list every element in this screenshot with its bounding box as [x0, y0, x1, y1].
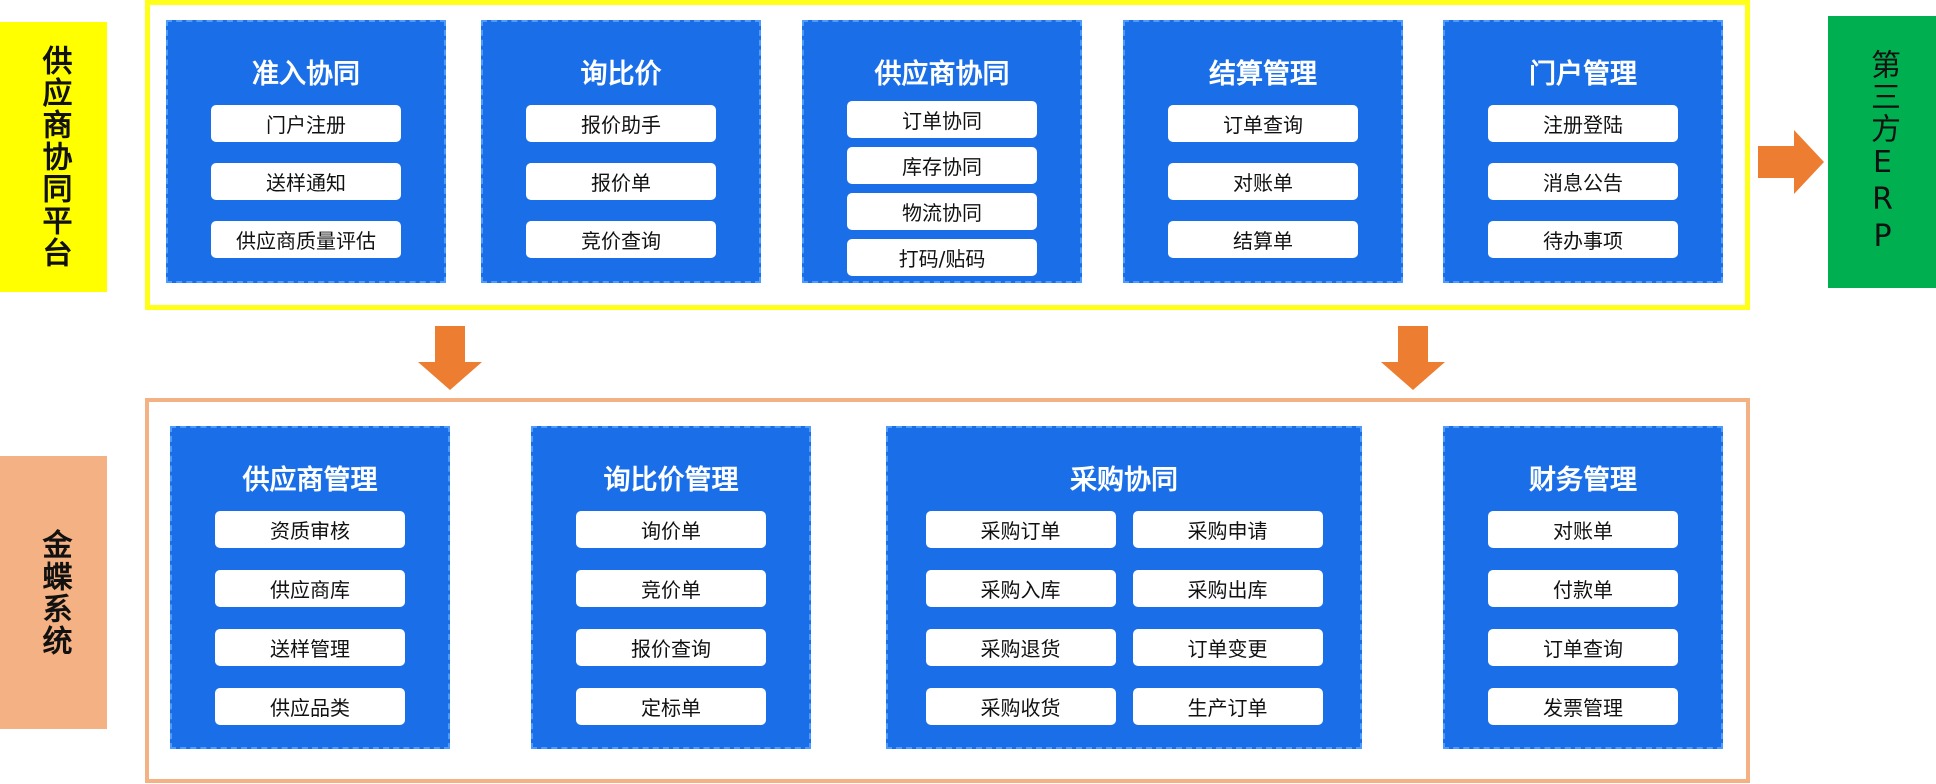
item-quality-eval[interactable]: 供应商质量评估 — [211, 221, 401, 258]
kingdee-frame — [145, 398, 1750, 783]
module-supplier-collaboration: 供应商协同 订单协同 库存协同 物流协同 打码/贴码 — [802, 20, 1082, 283]
arrow-right-icon — [1758, 130, 1824, 194]
item-purchase-outbound[interactable]: 采购出库 — [1132, 570, 1323, 607]
module-title: 询比价 — [580, 59, 662, 90]
module-title: 结算管理 — [1209, 59, 1317, 90]
item-portal-register[interactable]: 门户注册 — [211, 105, 401, 142]
module-inquiry: 询比价 报价助手 报价单 竞价查询 — [481, 20, 761, 283]
item-statement[interactable]: 对账单 — [1488, 511, 1678, 548]
item-sample-management[interactable]: 送样管理 — [215, 629, 405, 666]
item-bid-query[interactable]: 竞价查询 — [526, 221, 716, 258]
item-purchase-receipt[interactable]: 采购收货 — [925, 688, 1116, 725]
third-party-erp-label: 第三方ERP — [1828, 16, 1936, 288]
item-quote-query[interactable]: 报价查询 — [576, 629, 766, 666]
module-portal: 门户管理 注册登陆 消息公告 待办事项 — [1443, 20, 1723, 283]
kingdee-label: 金蝶系统 — [0, 456, 107, 729]
item-purchase-return[interactable]: 采购退货 — [925, 629, 1116, 666]
item-labeling[interactable]: 打码/贴码 — [847, 239, 1037, 276]
item-purchase-request[interactable]: 采购申请 — [1132, 511, 1323, 548]
item-logistics-collab[interactable]: 物流协同 — [847, 193, 1037, 230]
module-finance-management: 财务管理 对账单 付款单 订单查询 发票管理 — [1443, 426, 1723, 749]
item-sample-notice[interactable]: 送样通知 — [211, 163, 401, 200]
item-statement[interactable]: 对账单 — [1168, 163, 1358, 200]
module-title: 供应商管理 — [242, 465, 378, 496]
platform-label: 供应商协同平台 — [0, 22, 107, 292]
module-title: 财务管理 — [1529, 465, 1637, 496]
item-award-sheet[interactable]: 定标单 — [576, 688, 766, 725]
module-title: 门户管理 — [1529, 59, 1637, 90]
item-quote-sheet[interactable]: 报价单 — [526, 163, 716, 200]
item-announcements[interactable]: 消息公告 — [1488, 163, 1678, 200]
item-invoice-management[interactable]: 发票管理 — [1488, 688, 1678, 725]
item-production-order[interactable]: 生产订单 — [1132, 688, 1323, 725]
arrow-down-right-icon — [1381, 326, 1445, 390]
module-procurement-collaboration: 采购协同 采购订单 采购申请 采购入库 采购出库 采购退货 订单变更 采购收货 … — [886, 426, 1362, 749]
item-purchase-inbound[interactable]: 采购入库 — [925, 570, 1116, 607]
module-supplier-management: 供应商管理 资质审核 供应商库 送样管理 供应品类 — [170, 426, 450, 749]
item-purchase-order[interactable]: 采购订单 — [925, 511, 1116, 548]
arrow-down-left-icon — [418, 326, 482, 390]
item-qualification-review[interactable]: 资质审核 — [215, 511, 405, 548]
item-order-query[interactable]: 订单查询 — [1168, 105, 1358, 142]
item-supply-category[interactable]: 供应品类 — [215, 688, 405, 725]
item-quote-assistant[interactable]: 报价助手 — [526, 105, 716, 142]
module-title: 采购协同 — [1070, 465, 1178, 496]
item-inventory-collab[interactable]: 库存协同 — [847, 147, 1037, 184]
platform-frame — [145, 0, 1750, 310]
item-order-collab[interactable]: 订单协同 — [847, 101, 1037, 138]
item-inquiry-sheet[interactable]: 询价单 — [576, 511, 766, 548]
module-title: 询比价管理 — [603, 465, 739, 496]
kingdee-label-text: 金蝶系统 — [36, 528, 72, 657]
item-supplier-pool[interactable]: 供应商库 — [215, 570, 405, 607]
erp-label-text: 第三方ERP — [1865, 48, 1900, 256]
module-title: 准入协同 — [252, 59, 360, 90]
module-title: 供应商协同 — [874, 59, 1010, 90]
item-todo[interactable]: 待办事项 — [1488, 221, 1678, 258]
module-inquiry-management: 询比价管理 询价单 竞价单 报价查询 定标单 — [531, 426, 811, 749]
module-access-collaboration: 准入协同 门户注册 送样通知 供应商质量评估 — [166, 20, 446, 283]
item-order-query[interactable]: 订单查询 — [1488, 629, 1678, 666]
item-order-change[interactable]: 订单变更 — [1132, 629, 1323, 666]
item-payment-sheet[interactable]: 付款单 — [1488, 570, 1678, 607]
item-bid-sheet[interactable]: 竞价单 — [576, 570, 766, 607]
item-register-login[interactable]: 注册登陆 — [1488, 105, 1678, 142]
item-settlement-sheet[interactable]: 结算单 — [1168, 221, 1358, 258]
module-settlement: 结算管理 订单查询 对账单 结算单 — [1123, 20, 1403, 283]
platform-label-text: 供应商协同平台 — [36, 45, 72, 269]
